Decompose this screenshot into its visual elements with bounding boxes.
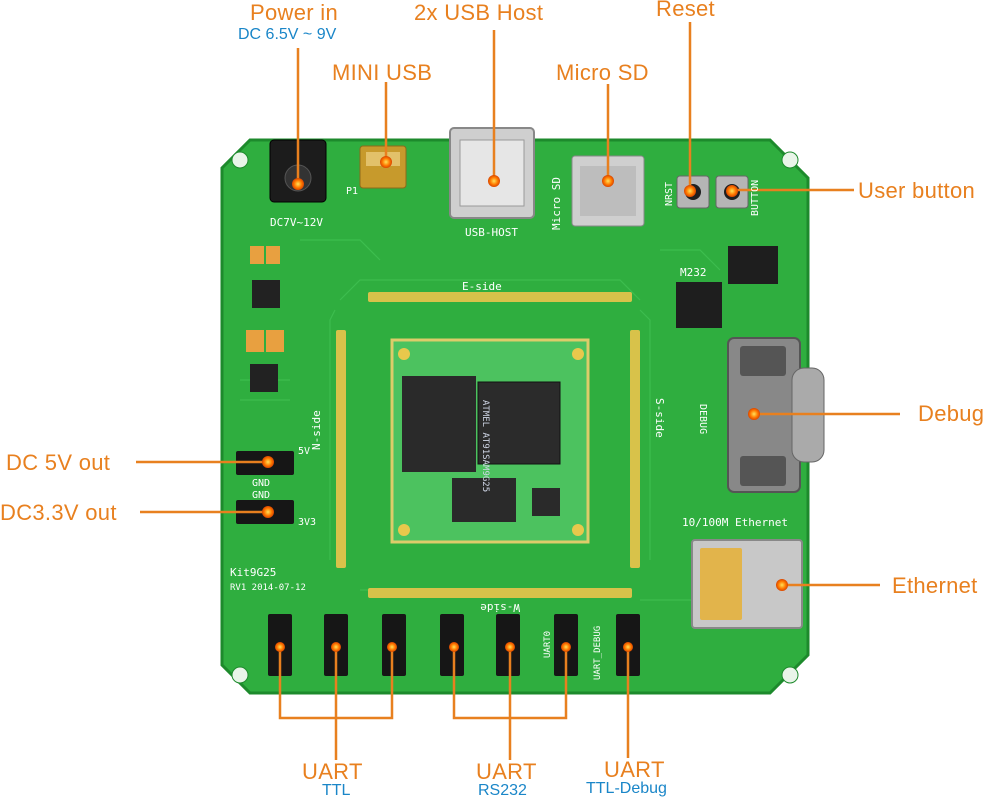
silk-board-rev: RV1 2014-07-12 [230, 583, 306, 593]
silk-board-name: Kit9G25 [230, 566, 276, 579]
silk-3v3: 3V3 [298, 517, 316, 528]
callout-uart-debug: UART [604, 757, 665, 782]
callout-uart-ttl-sub: TTL [322, 782, 351, 799]
callout-uart-rs232: UART [476, 759, 537, 784]
soc-chip [402, 376, 476, 472]
silk-n-side: N-side [310, 410, 323, 450]
callout-mini-usb: MINI USB [332, 60, 433, 85]
silk-nrst: NRST [664, 182, 675, 206]
mini-usb-dot [380, 156, 392, 168]
silk-usb-host: USB-HOST [465, 226, 518, 239]
silk-gnd-1: GND [252, 478, 270, 489]
callout-uart-ttl: UART [302, 759, 363, 784]
dc5v-dot [262, 456, 274, 468]
silk-uart0: UART0 [543, 631, 553, 658]
dc33v-dot [262, 506, 274, 518]
silk-uart-debug: UART_DEBUG [593, 626, 603, 680]
callout-uart-rs232-sub: RS232 [478, 782, 527, 799]
usb-host-dot [488, 175, 500, 187]
silk-button: BUTTON [750, 180, 761, 216]
callout-power-in: Power in [250, 0, 338, 25]
reset-dot [684, 185, 696, 197]
callout-usb-host: 2x USB Host [414, 0, 544, 25]
silk-e-side: E-side [462, 280, 502, 293]
silk-dc-jack: DC7V~12V [270, 216, 323, 229]
silk-m232: M232 [680, 266, 707, 279]
silk-s-side: S-side [653, 398, 666, 438]
silk-ethernet: 10/100M Ethernet [682, 516, 788, 529]
user-button-dot [726, 185, 738, 197]
callout-micro-sd: Micro SD [556, 60, 649, 85]
callout-dc33v: DC3.3V out [0, 500, 117, 525]
silk-gnd-2: GND [252, 490, 270, 501]
micro-sd-dot [602, 175, 614, 187]
callout-uart-debug-sub: TTL-Debug [586, 780, 667, 797]
callout-power-in-sub: DC 6.5V ~ 9V [238, 26, 337, 43]
callout-ethernet: Ethernet [892, 573, 978, 598]
silk-w-side: W-side [480, 601, 520, 614]
callout-dc5v: DC 5V out [6, 450, 111, 475]
callout-reset: Reset [656, 0, 715, 21]
callout-user-button: User button [858, 178, 976, 203]
chip-marking: ATMEL AT91SAM9G25 [480, 400, 490, 492]
silk-p1: P1 [346, 186, 358, 197]
silk-5v: 5V [298, 446, 310, 457]
debug-dot [748, 408, 760, 420]
silk-micro-sd: Micro SD [550, 177, 563, 230]
callout-debug: Debug [918, 401, 985, 426]
silk-debug: DEBUG [697, 404, 708, 434]
power-in-dot [292, 178, 304, 190]
ethernet-dot [776, 579, 788, 591]
